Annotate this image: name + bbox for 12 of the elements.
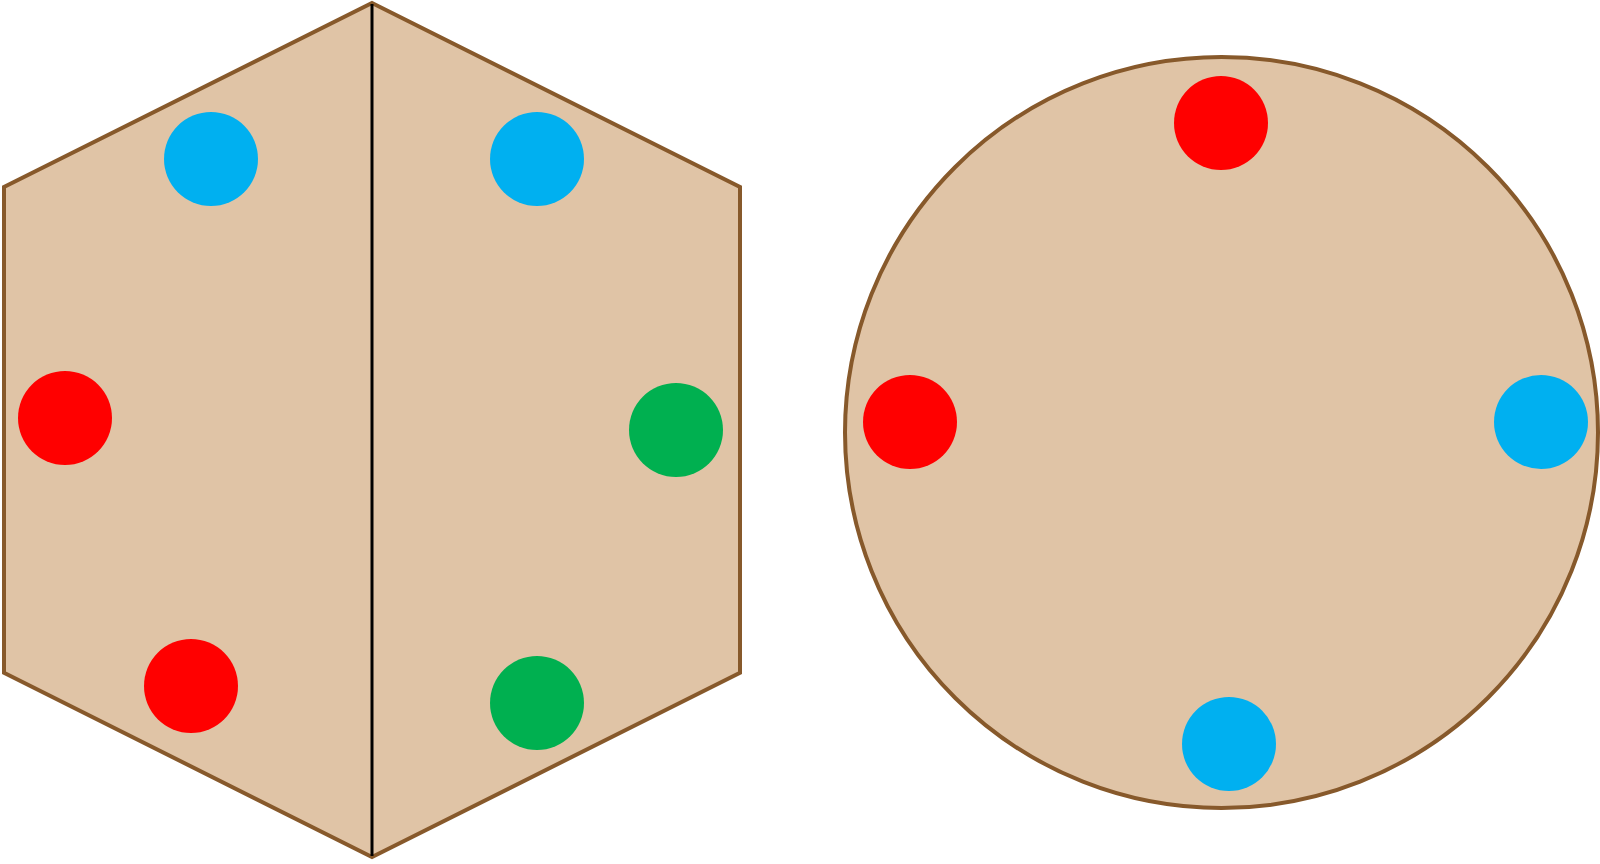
dot-icon (1182, 697, 1276, 791)
dot-icon (1174, 76, 1268, 170)
dot-icon (863, 375, 957, 469)
dot-icon (144, 639, 238, 733)
hexagon-shape (2, 1, 742, 859)
dot-icon (629, 383, 723, 477)
dot-icon (18, 371, 112, 465)
circle-shape (843, 55, 1600, 810)
dot-icon (490, 656, 584, 750)
dot-icon (1494, 375, 1588, 469)
dot-icon (490, 112, 584, 206)
dot-icon (164, 112, 258, 206)
